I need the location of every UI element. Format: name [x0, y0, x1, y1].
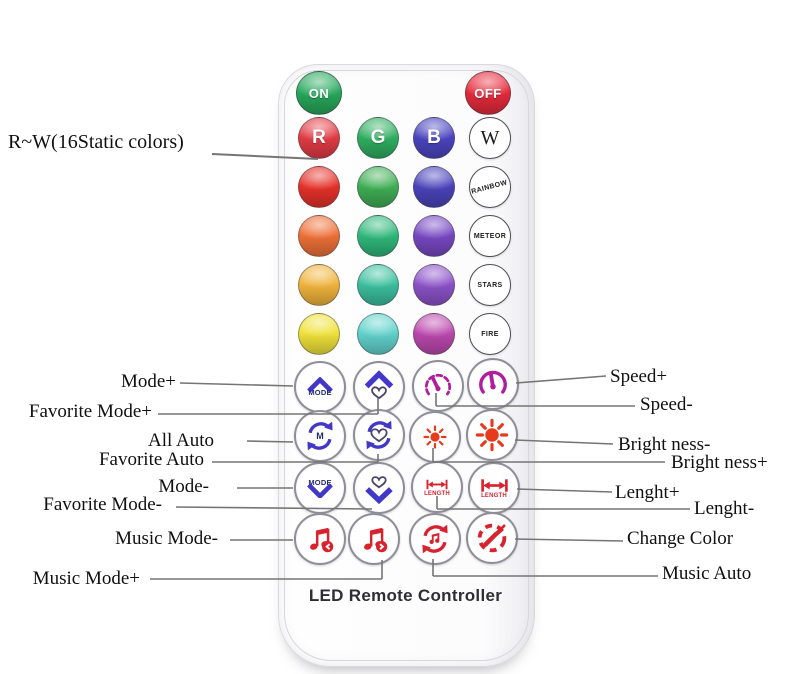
music-mode-minus-button[interactable] [294, 513, 346, 565]
label-length-plus: Lenght+ [615, 482, 680, 503]
chevron-up-heart-icon [364, 370, 394, 400]
length-arrows-icon [426, 479, 448, 489]
color-b-button[interactable]: B [413, 117, 455, 159]
length-plus-button[interactable]: LENGTH [468, 462, 520, 514]
meteor-label: METEOR [473, 232, 507, 240]
change-color-button[interactable] [466, 512, 518, 564]
cycle-arrows-note-icon [422, 524, 448, 554]
color-swatch-button[interactable] [357, 313, 399, 355]
mode-text: MODE [308, 478, 332, 487]
label-favorite-mode-minus: Favorite Mode- [43, 494, 162, 515]
label-mode-plus: Mode+ [120, 371, 176, 392]
on-label: ON [308, 85, 330, 101]
color-g-button[interactable]: G [357, 117, 399, 159]
fire-label: FIRE [481, 330, 499, 338]
preset-w-button[interactable]: W [469, 117, 511, 159]
brightness-plus-button[interactable] [409, 411, 461, 463]
color-swatch-button[interactable] [298, 313, 340, 355]
color-r-button[interactable]: R [298, 117, 340, 159]
color-swatch-button[interactable] [413, 166, 455, 208]
color-swatch-button[interactable] [413, 264, 455, 306]
length-text: LENGTH [481, 492, 507, 499]
chevron-up-icon [307, 377, 333, 392]
on-button[interactable]: ON [296, 71, 342, 115]
label-speed-minus: Speed- [640, 394, 693, 415]
sun-small-icon [423, 425, 447, 449]
music-mode-plus-button[interactable] [348, 513, 400, 565]
chevron-down-icon [307, 483, 333, 498]
color-swatch-button[interactable] [298, 215, 340, 257]
cycle-arrows-heart-icon [366, 420, 392, 450]
label-all-auto: All Auto [148, 430, 214, 451]
m-text: M [316, 431, 324, 441]
label-speed-plus: Speed+ [610, 366, 668, 387]
stars-label: STARS [477, 281, 503, 289]
w-label: W [480, 126, 500, 149]
label-mode-minus: Mode- [158, 476, 209, 497]
preset-stars-button[interactable]: STARS [469, 264, 511, 306]
color-swatch-button[interactable] [357, 215, 399, 257]
speedometer-icon [479, 370, 507, 394]
off-label: OFF [474, 85, 502, 101]
mode-plus-button[interactable]: MODE [294, 361, 346, 413]
preset-fire-button[interactable]: FIRE [469, 313, 511, 355]
g-label: G [370, 127, 386, 148]
length-text: LENGTH [424, 490, 450, 497]
brightness-minus-button[interactable] [466, 409, 518, 461]
color-picker-dial-icon [477, 523, 507, 553]
remote-title: LED Remote Controller [308, 586, 503, 605]
color-swatch-button[interactable] [413, 215, 455, 257]
mode-minus-button[interactable]: MODE [294, 462, 346, 514]
music-note-prev-icon [310, 527, 334, 553]
label-brightness-minus: Bright ness- [618, 434, 711, 455]
label-music-mode-minus: Music Mode- [115, 528, 218, 549]
music-auto-button[interactable] [409, 513, 461, 565]
color-swatch-button[interactable] [298, 166, 340, 208]
label-change-color: Change Color [627, 528, 734, 549]
label-music-auto: Music Auto [662, 563, 752, 584]
all-auto-button[interactable]: M [294, 410, 346, 462]
color-swatch-button[interactable] [357, 166, 399, 208]
music-note-next-icon [364, 527, 388, 553]
speed-minus-button[interactable] [412, 360, 464, 412]
color-swatch-button[interactable] [413, 313, 455, 355]
off-button[interactable]: OFF [465, 71, 511, 115]
favorite-mode-minus-button[interactable] [353, 462, 405, 514]
label-rw-static-colors: R~W(16Static colors) [8, 131, 184, 153]
speedometer-icon [424, 373, 452, 396]
rainbow-label: RAINBOW [471, 178, 509, 196]
preset-meteor-button[interactable]: METEOR [469, 215, 511, 257]
favorite-auto-button[interactable] [353, 409, 405, 461]
favorite-mode-plus-button[interactable] [353, 361, 405, 413]
color-swatch-button[interactable] [357, 264, 399, 306]
label-favorite-auto: Favorite Auto [98, 449, 204, 470]
preset-rainbow-button[interactable]: RAINBOW [469, 166, 511, 208]
length-minus-button[interactable]: LENGTH [411, 461, 463, 513]
label-brightness-plus: Bright ness+ [671, 452, 768, 473]
length-arrows-icon [480, 478, 508, 492]
heart-chevron-down-icon [365, 476, 393, 505]
speed-plus-button[interactable] [467, 358, 519, 410]
sun-large-icon [475, 418, 509, 452]
label-favorite-mode-plus: Favorite Mode+ [28, 401, 152, 422]
mode-text: MODE [308, 388, 332, 397]
b-label: B [427, 127, 441, 148]
color-swatch-button[interactable] [298, 264, 340, 306]
label-length-minus: Lenght- [694, 498, 755, 519]
label-music-mode-plus: Music Mode+ [32, 568, 140, 589]
cycle-arrows-icon [307, 421, 333, 451]
r-label: R [312, 127, 326, 148]
